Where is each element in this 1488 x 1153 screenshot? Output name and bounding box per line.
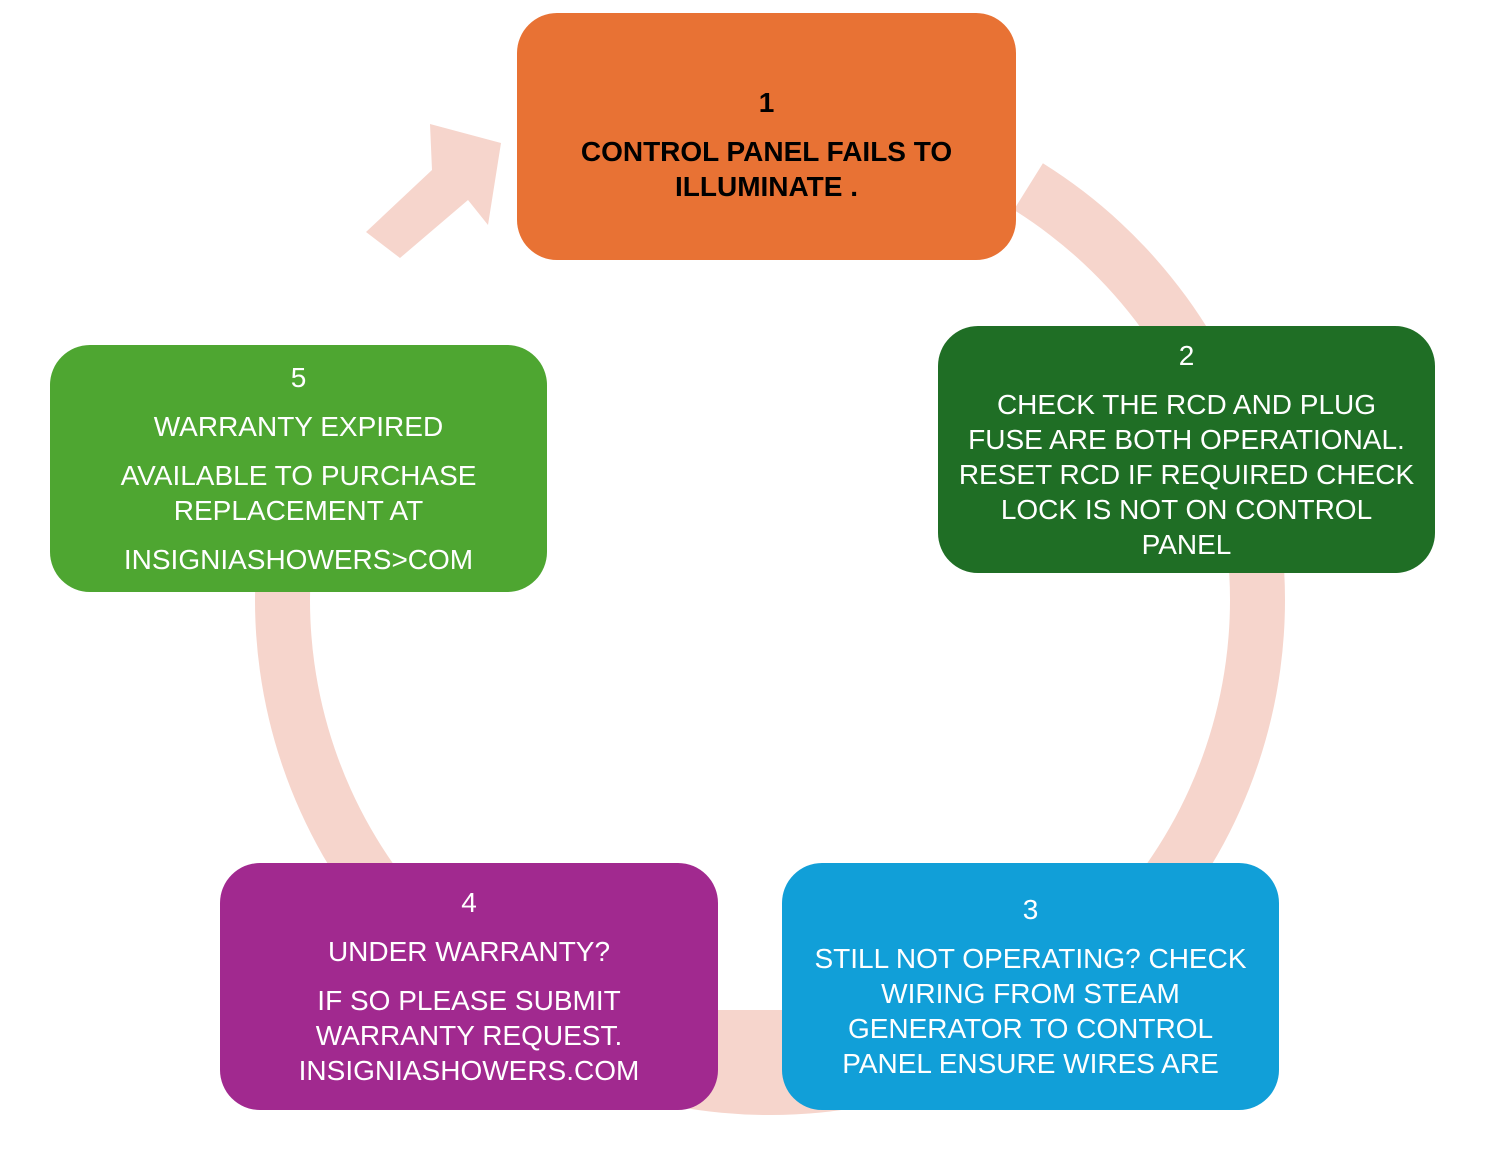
step-1-box: 1 CONTROL PANEL FAILS TO ILLUMINATE . — [517, 13, 1016, 260]
step-4-number: 4 — [461, 887, 477, 918]
step-3-number: 3 — [1022, 894, 1039, 925]
step-2-text: CHECK THE RCD AND PLUG FUSE ARE BOTH OPE… — [958, 388, 1415, 560]
cycle-arrow — [254, 124, 1285, 1115]
step-3-box: 3 STILL NOT OPERATING? CHECK WIRING FROM… — [782, 863, 1279, 1110]
step-2-box: 2 CHECK THE RCD AND PLUG FUSE ARE BOTH O… — [938, 326, 1435, 573]
step-5-link: INSIGNIASHOWERS>COM — [123, 544, 474, 575]
step-5-text: AVAILABLE TO PURCHASE REPLACEMENT AT — [120, 460, 477, 526]
step-5-box: 5 WARRANTY EXPIRED AVAILABLE TO PURCHASE… — [50, 345, 547, 592]
step-1-text: CONTROL PANEL FAILS TO ILLUMINATE . — [580, 136, 953, 202]
step-5-title: WARRANTY EXPIRED — [153, 411, 444, 442]
cycle-arrow-head — [366, 124, 501, 258]
step-4-text: IF SO PLEASE SUBMIT WARRANTY REQUEST. IN… — [298, 985, 640, 1086]
step-1-number: 1 — [758, 87, 775, 118]
step-3-text: STILL NOT OPERATING? CHECK WIRING FROM S… — [814, 943, 1247, 1079]
cycle-arrow-bottom-segment — [712, 1010, 792, 1072]
step-4-question: UNDER WARRANTY? — [327, 936, 611, 967]
step-4-box: 4 UNDER WARRANTY? IF SO PLEASE SUBMIT WA… — [220, 863, 718, 1110]
step-2-number: 2 — [1178, 339, 1195, 371]
step-5-number: 5 — [290, 362, 307, 393]
